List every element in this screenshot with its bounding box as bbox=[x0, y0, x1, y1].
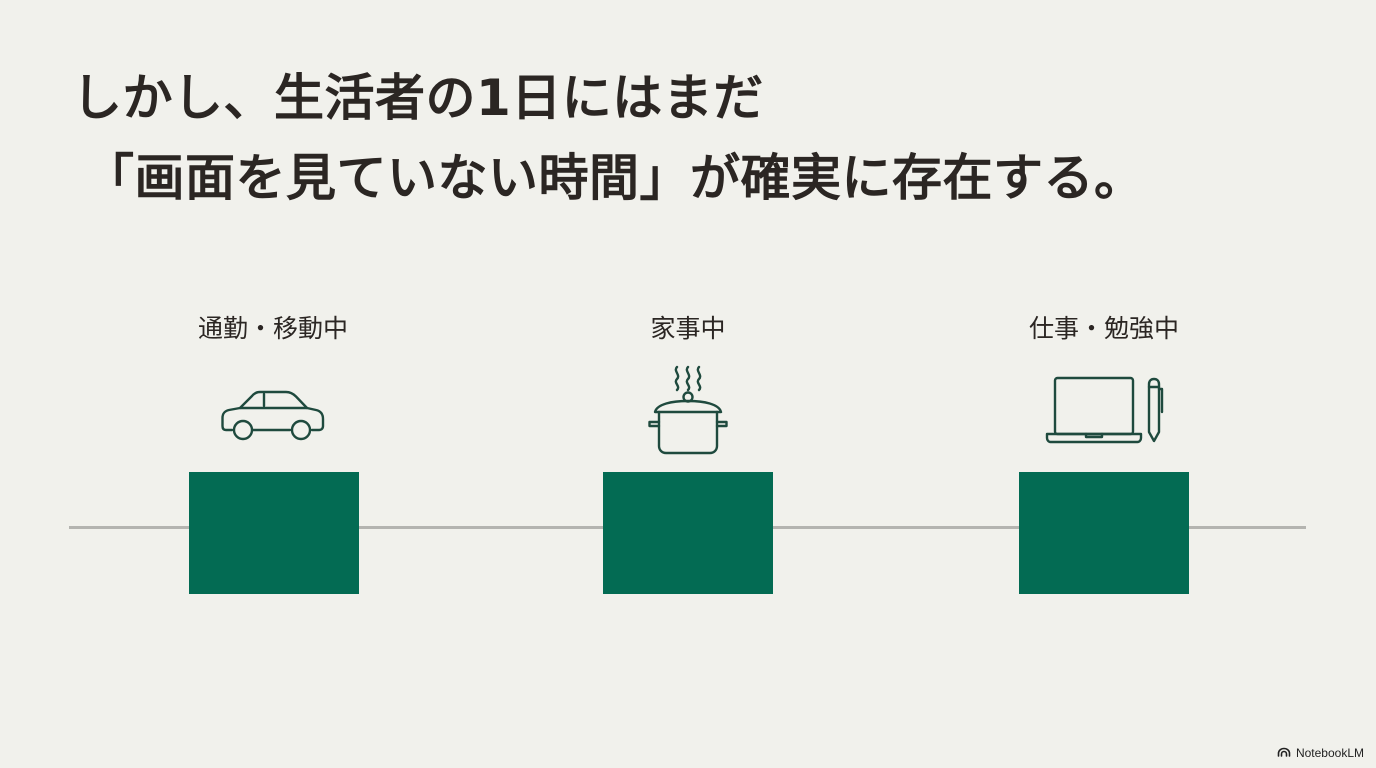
moment-label-housework: 家事中 bbox=[650, 314, 726, 343]
notebooklm-watermark: NotebookLM bbox=[1277, 746, 1364, 760]
moment-label-work-study: 仕事・勉強中 bbox=[1028, 314, 1179, 343]
moment-label-commute: 通勤・移動中 bbox=[197, 314, 348, 343]
cooking-pot-icon bbox=[646, 364, 730, 456]
notebooklm-label: NotebookLM bbox=[1295, 746, 1364, 760]
moment-block-work-study bbox=[1019, 472, 1189, 594]
title-line-2: 「画面を見ていない時間」が確実に存在する。 bbox=[84, 149, 1145, 207]
moment-block-housework bbox=[603, 472, 773, 594]
slide-title: しかし、生活者の1日にはまだ 「画面を見ていない時間」が確実に存在する。 bbox=[72, 58, 1312, 218]
car-icon bbox=[220, 388, 326, 444]
title-line-1: しかし、生活者の1日にはまだ bbox=[72, 69, 764, 127]
laptop-pen-icon bbox=[1044, 374, 1168, 446]
moment-block-commute bbox=[189, 472, 359, 594]
notebooklm-logo-icon bbox=[1277, 746, 1291, 760]
